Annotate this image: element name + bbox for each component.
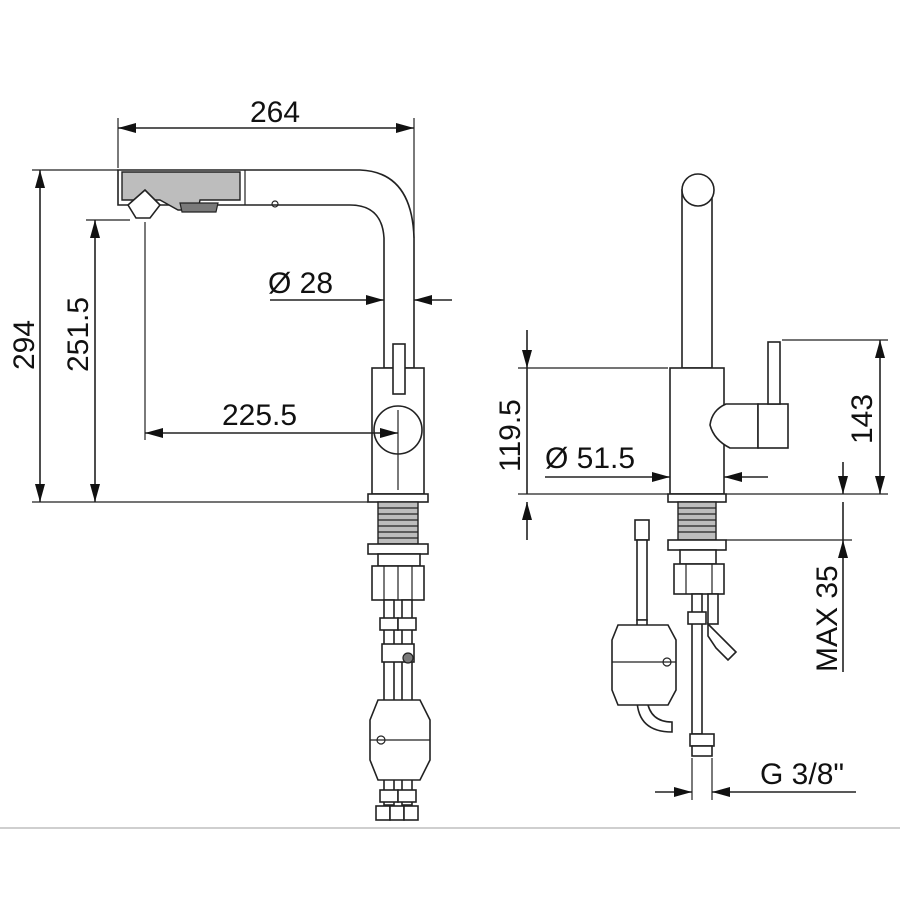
front-view-faucet	[611, 173, 789, 757]
reach-label: 225.5	[222, 399, 297, 432]
dimension-total-height: 294	[8, 169, 368, 503]
total-height-label: 294	[8, 320, 41, 370]
spout-diameter-label: Ø 28	[268, 267, 333, 300]
dimension-thread: G 3/8"	[655, 758, 856, 800]
body-height-label: 119.5	[494, 399, 527, 472]
thread-label: G 3/8"	[760, 758, 844, 791]
dimension-spout-height: 251.5	[62, 219, 130, 502]
base-diameter-label: Ø 51.5	[545, 442, 635, 475]
dimension-lever-height: 143	[726, 339, 888, 495]
lever-height-label: 143	[846, 394, 879, 444]
dimension-spout-diameter: Ø 28	[268, 267, 452, 305]
dimension-reach: 225.5	[144, 222, 399, 490]
max-counter-label: MAX 35	[811, 565, 844, 672]
dimension-body-height: 119.5	[494, 330, 668, 540]
dimension-width: 264	[117, 96, 415, 238]
width-label: 264	[250, 96, 300, 129]
spout-height-label: 251.5	[62, 297, 95, 372]
dimension-base-diameter: Ø 51.5	[545, 442, 768, 482]
dimension-max-counter: MAX 35	[726, 462, 852, 672]
side-view-faucet	[117, 169, 431, 821]
